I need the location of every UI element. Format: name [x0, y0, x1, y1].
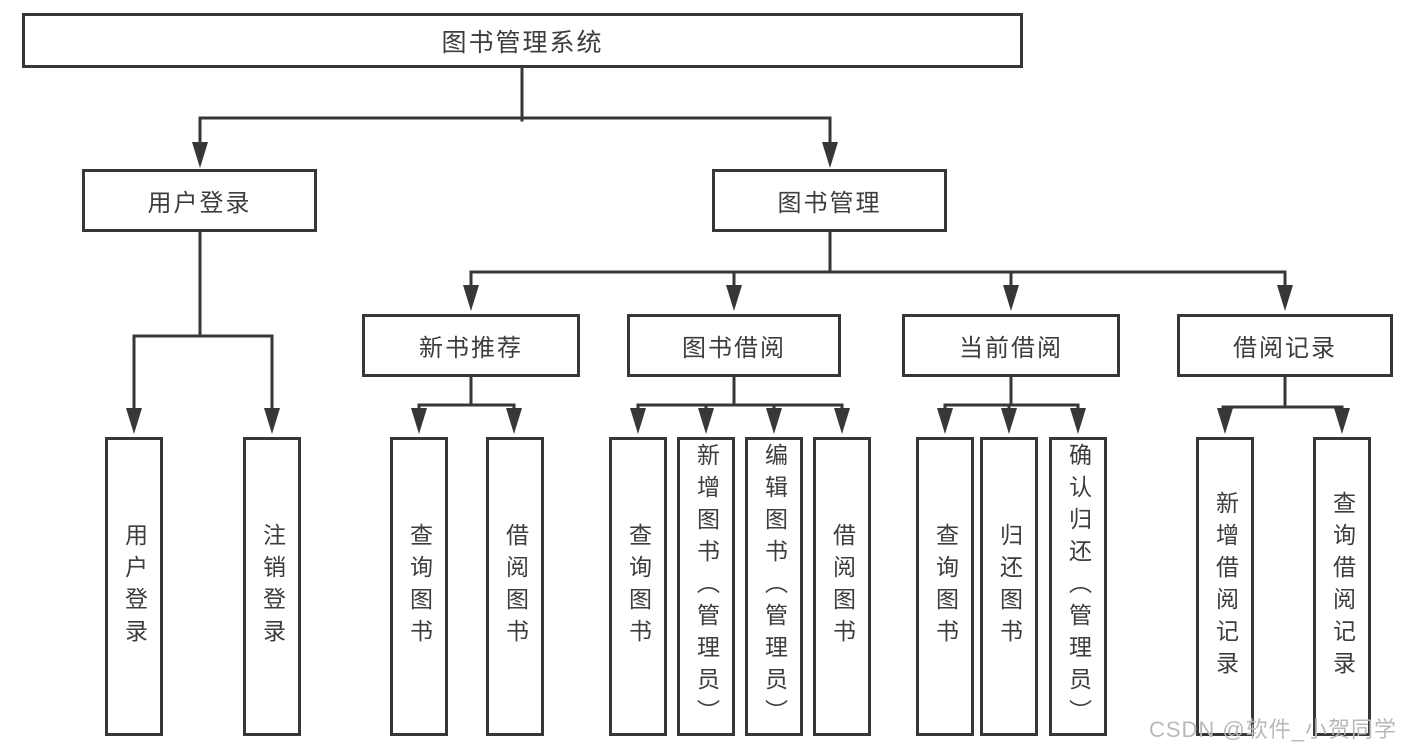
- leaf-add-borrow-record-label: 新增借阅记录: [1212, 490, 1239, 683]
- leaf-user-login: 用户登录: [105, 437, 163, 736]
- leaf-query-book-current: 查询图书: [916, 437, 974, 736]
- leaf-query-book-current-label: 查询图书: [932, 522, 959, 651]
- node-borrow-record-label: 借阅记录: [1233, 335, 1337, 362]
- node-current-borrow: 当前借阅: [902, 314, 1120, 377]
- leaf-confirm-return-admin: 确认归还（管理员）: [1049, 437, 1107, 736]
- node-user-login: 用户登录: [82, 169, 317, 232]
- watermark-text: CSDN @软件_小贺同学: [1148, 717, 1397, 742]
- leaf-edit-book-admin: 编辑图书（管理员）: [745, 437, 803, 736]
- node-new-book-recommend: 新书推荐: [362, 314, 580, 377]
- arrowheads: [126, 142, 1350, 434]
- leaf-query-book-borrow: 查询图书: [609, 437, 667, 736]
- node-new-book-recommend-label: 新书推荐: [419, 335, 523, 362]
- leaf-user-login-label: 用户登录: [121, 522, 148, 651]
- leaf-query-book-recommend-label: 查询图书: [406, 522, 433, 651]
- node-book-borrow: 图书借阅: [627, 314, 841, 377]
- leaf-edit-book-admin-label: 编辑图书（管理员）: [761, 442, 788, 731]
- leaf-return-book: 归还图书: [980, 437, 1038, 736]
- leaf-borrow-book-recommend: 借阅图书: [486, 437, 544, 736]
- leaf-borrow-book-borrow: 借阅图书: [813, 437, 871, 736]
- node-root-label: 图书管理系统: [441, 28, 604, 57]
- node-book-management: 图书管理: [712, 169, 947, 232]
- leaf-borrow-book-borrow-label: 借阅图书: [829, 522, 856, 651]
- leaf-query-book-borrow-label: 查询图书: [625, 522, 652, 651]
- node-book-management-label: 图书管理: [777, 190, 882, 217]
- leaf-query-book-recommend: 查询图书: [390, 437, 448, 736]
- leaf-return-book-label: 归还图书: [996, 522, 1023, 651]
- leaf-confirm-return-admin-label: 确认归还（管理员）: [1065, 442, 1092, 731]
- leaf-add-book-admin-label: 新增图书（管理员）: [693, 442, 720, 731]
- node-current-borrow-label: 当前借阅: [959, 335, 1063, 362]
- leaf-add-borrow-record: 新增借阅记录: [1196, 437, 1254, 736]
- node-book-borrow-label: 图书借阅: [682, 335, 786, 362]
- leaf-add-book-admin: 新增图书（管理员）: [677, 437, 735, 736]
- leaf-query-borrow-record-label: 查询借阅记录: [1329, 490, 1356, 683]
- leaf-logout: 注销登录: [243, 437, 301, 736]
- node-root-system: 图书管理系统: [22, 13, 1023, 68]
- node-borrow-record: 借阅记录: [1177, 314, 1393, 377]
- node-user-login-label: 用户登录: [147, 190, 252, 217]
- leaf-query-borrow-record: 查询借阅记录: [1313, 437, 1371, 736]
- leaf-logout-label: 注销登录: [259, 522, 286, 651]
- leaf-borrow-book-recommend-label: 借阅图书: [502, 522, 529, 651]
